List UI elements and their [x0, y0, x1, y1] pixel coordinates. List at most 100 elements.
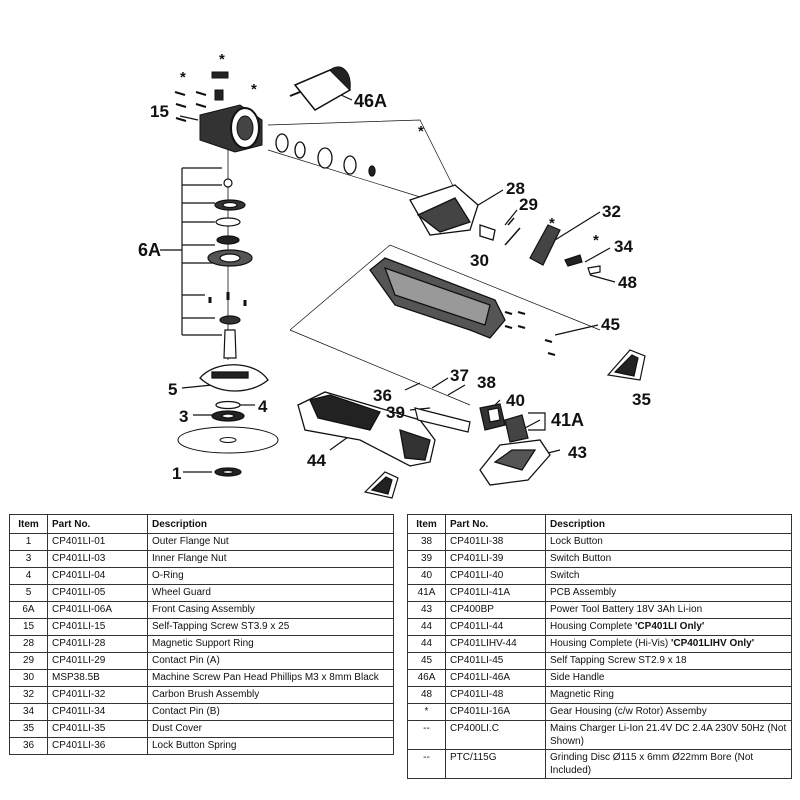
cell-part-no: CP401LI-45: [445, 652, 546, 670]
callout-36: 36: [373, 386, 392, 405]
cell-item: 48: [407, 686, 446, 704]
cell-part-no: CP401LI-16A: [445, 703, 546, 721]
cell-part-no: CP400LI.C: [445, 720, 546, 750]
description-text: Housing Complete: [550, 621, 636, 632]
cell-part-no: CP401LI-48: [445, 686, 546, 704]
screws-15: [174, 90, 207, 123]
callout-41A: 41A: [551, 410, 585, 430]
callout-40: 40: [506, 391, 525, 410]
cell-part-no: CP401LI-35: [47, 720, 148, 738]
wheel-guard: [199, 364, 269, 392]
cell-description: Carbon Brush Assembly: [147, 686, 394, 704]
cell-part-no: MSP38.5B: [47, 669, 148, 687]
front-casing-stack: [207, 178, 253, 359]
cell-item: 29: [9, 652, 48, 670]
callout-29: 29: [519, 195, 538, 214]
cell-description: O-Ring: [147, 567, 394, 585]
callout-45: 45: [601, 315, 620, 334]
callout-1: 1: [172, 464, 182, 483]
table-header-row: Item Part No. Description: [9, 514, 394, 534]
cell-item: 39: [407, 550, 446, 568]
cell-item: 5: [9, 584, 48, 602]
description-bold-text: 'CP401LIHV Only': [670, 638, 755, 649]
cell-part-no: CP401LI-01: [47, 533, 148, 551]
cell-description: Front Casing Assembly: [147, 601, 394, 619]
motor-housing: [369, 257, 506, 339]
callout-3: 3: [179, 407, 189, 426]
cell-description: PCB Assembly: [545, 584, 792, 602]
cell-part-no: CP401LI-46A: [445, 669, 546, 687]
cell-description: Lock Button Spring: [147, 737, 394, 755]
switch: [479, 403, 506, 431]
cell-item: 38: [407, 533, 446, 551]
star-marker: *: [251, 81, 257, 98]
cell-part-no: CP401LI-41A: [445, 584, 546, 602]
battery: [479, 439, 551, 486]
callout-34: 34: [614, 237, 633, 256]
description-bold-text: 'CP401LI Only': [635, 621, 705, 632]
cell-item: 36: [9, 737, 48, 755]
cell-item: 30: [9, 669, 48, 687]
cell-part-no: CP401LI-15: [47, 618, 148, 636]
cell-description: Self Tapping Screw ST2.9 x 18: [545, 652, 792, 670]
cell-item: 6A: [9, 601, 48, 619]
cell-description: Self-Tapping Screw ST3.9 x 25: [147, 618, 394, 636]
callout-35: 35: [632, 390, 651, 409]
cell-item: 3: [9, 550, 48, 568]
cell-part-no: CP401LI-39: [445, 550, 546, 568]
cell-part-no: CP401LI-36: [47, 737, 148, 755]
cell-part-no: CP401LIHV-44: [445, 635, 546, 653]
cell-part-no: CP401LI-28: [47, 635, 148, 653]
screws-45: [504, 310, 556, 357]
cell-part-no: CP400BP: [445, 601, 546, 619]
cell-description: Grinding Disc Ø115 x 6mm Ø22mm Bore (Not…: [545, 749, 792, 779]
callout-39: 39: [386, 403, 405, 422]
side-handle: [289, 66, 352, 111]
cell-item: 46A: [407, 669, 446, 687]
cell-description: Side Handle: [545, 669, 792, 687]
cell-item: 1: [9, 533, 48, 551]
cell-description: Magnetic Support Ring: [147, 635, 394, 653]
cell-description: Housing Complete (Hi-Vis) 'CP401LIHV Onl…: [545, 635, 792, 653]
header-desc: Description: [147, 514, 394, 534]
callout-28: 28: [506, 179, 525, 198]
cell-description: Power Tool Battery 18V 3Ah Li-ion: [545, 601, 792, 619]
outer-flange-nut: [214, 467, 242, 477]
flanges: [211, 400, 245, 422]
dust-cover: [606, 349, 646, 381]
bracket-6A: [160, 167, 222, 336]
cell-description: Machine Screw Pan Head Phillips M3 x 8mm…: [147, 669, 394, 687]
cell-item: 15: [9, 618, 48, 636]
cell-description: Switch Button: [545, 550, 792, 568]
callout-43: 43: [568, 443, 587, 462]
gear-housing: [199, 71, 263, 153]
cell-part-no: CP401LI-38: [445, 533, 546, 551]
callout-4: 4: [258, 397, 268, 416]
cell-part-no: CP401LI-03: [47, 550, 148, 568]
cell-part-no: CP401LI-34: [47, 703, 148, 721]
cell-item: 43: [407, 601, 446, 619]
callout-15: 15: [150, 102, 169, 121]
cell-item: *: [407, 703, 446, 721]
cell-item: 28: [9, 635, 48, 653]
header-desc: Description: [545, 514, 792, 534]
cell-description: Wheel Guard: [147, 584, 394, 602]
star-marker: *: [219, 51, 225, 68]
cell-item: 40: [407, 567, 446, 585]
